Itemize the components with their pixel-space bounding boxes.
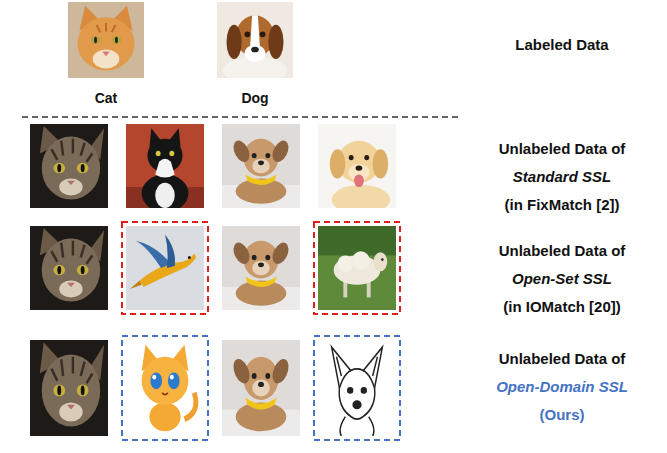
method-note: (Ours): [540, 406, 585, 423]
outlier-image: [126, 226, 204, 310]
dog-image: [222, 226, 300, 310]
row-title: Unlabeled Data of: [499, 140, 626, 157]
setting-name: Standard SSL: [513, 168, 611, 185]
blue-dashed-frame: [122, 336, 208, 440]
dog-image: [222, 124, 300, 208]
blue-dashed-frame: [314, 336, 400, 440]
row-title: Labeled Data: [515, 36, 608, 53]
method-note: (in FixMatch [2]): [505, 196, 620, 213]
dog-image: [318, 124, 396, 214]
separator-line: [22, 116, 462, 117]
domain-shift-image: [126, 340, 204, 436]
cat-image: [68, 2, 144, 78]
outlier-image: [318, 226, 396, 310]
dog-image: [222, 340, 300, 436]
cat-image: [30, 124, 108, 208]
class-label: Dog: [241, 90, 268, 106]
domain-shift-image: [318, 340, 396, 436]
row-title: Unlabeled Data of: [499, 350, 626, 367]
class-label: Cat: [95, 90, 118, 106]
method-note: (in IOMatch [20]): [503, 298, 621, 315]
setting-name: Open-Set SSL: [512, 270, 612, 287]
cat-image: [30, 226, 108, 310]
cat-image: [126, 124, 204, 212]
cat-image: [30, 340, 108, 436]
red-dashed-frame: [314, 222, 400, 314]
row-title: Unlabeled Data of: [499, 242, 626, 259]
red-dashed-frame: [122, 222, 208, 314]
setting-name: Open-Domain SSL: [496, 378, 628, 395]
dog-image: [217, 2, 293, 84]
